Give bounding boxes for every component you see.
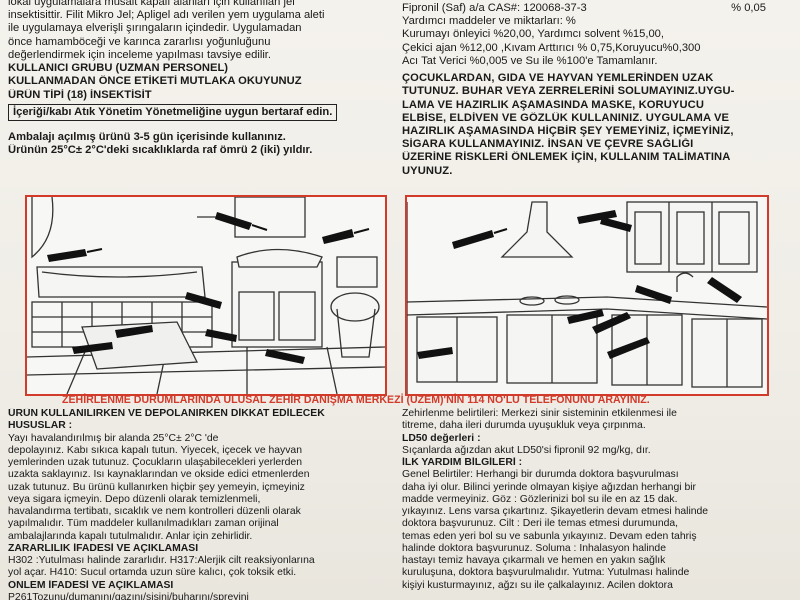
storage-line: Yayı havalandırılmış bir alanda 25°C± 2°… [8, 432, 219, 444]
first-aid-line: yıkayınız. Lens varsa çıkartınız. Şikaye… [402, 506, 709, 518]
storage-line: uzakta saklayınız. Isı kaynaklarından ve… [8, 469, 310, 481]
read-label-warning: KULLANMADAN ÖNCE ETİKETİ MUTLAKA OKUYUNU… [8, 75, 302, 88]
warning-line: ÇOCUKLARDAN, GIDA VE HAYVAN YEMLERİNDEN … [402, 72, 714, 85]
warning-line: UYUNUZ. [402, 164, 453, 177]
ld50-heading: LD50 değerleri : [402, 432, 481, 444]
desc-line: değerlendirmek için inceleme yapılması t… [8, 48, 272, 61]
first-aid-line: madde vermeyiniz. Göz : Gözlerinizi bol … [402, 493, 678, 505]
storage-line: yapılmalıdır. Tüm maddeler kullanılmadık… [8, 518, 279, 530]
storage-line: uzak tutunuz. Bu ürünü kullanırken hiçbi… [8, 481, 305, 493]
desc-line: lokal uygulamalara musait kapalı alanlar… [8, 0, 295, 8]
first-aid-info: Zehirlenme belirtileri: Merkezi sinir si… [402, 408, 794, 592]
storage-line: havalandırma tertibatı, sıcaklık ve nem … [8, 506, 301, 518]
first-aid-line: daha iyi olur. Bilinci yerinde olmayan k… [402, 481, 696, 493]
storage-line: yemlerinden uzak tutunuz. Çocukların ula… [8, 457, 302, 469]
first-aid-line: doktora başvurunuz. Cilt : Deri ile tema… [402, 518, 679, 530]
active-ingredient: Fipronil (Saf) a/a CAS#: 120068-37-3 [402, 2, 587, 14]
storage-heading-2: HUSUSLAR : [8, 420, 73, 432]
desc-line: insektisittir. Filit Mikro Jel; Apligel … [8, 9, 325, 22]
precaution-heading: ÖNLEM İFADESİ VE AÇIKLAMASI [8, 579, 174, 591]
disposal-box: İçeriği/kabı Atık Yönetim Yönetmeliğine … [8, 103, 338, 121]
safety-warning: ÇOCUKLARDAN, GIDA VE HAYVAN YEMLERİNDEN … [402, 72, 794, 178]
hazard-heading: ZARARLILIK İFADESİ VE AÇIKLAMASI [8, 542, 199, 554]
first-aid-line: hastayı temiz havaya çıkarmalı ve hemen … [402, 555, 666, 567]
precaution-line: P261Tozunu/dumanını/gazını/sisini/buharı… [8, 591, 249, 600]
warning-line: SİGARA KULLANMAYINIZ. İNSAN VE ÇEVRE SAĞ… [402, 138, 694, 151]
first-aid-line: kişiyi kusturmayınız, ağzı su ile çalkal… [402, 579, 673, 591]
composition-line: Yardımcı maddeler ve miktarları: % [402, 15, 576, 28]
storage-line: veya sigara içmeyin. Depo düzenli olarak… [8, 493, 261, 505]
user-group: KULLANICI GRUBU (UZMAN PERSONEL) [8, 62, 229, 75]
composition-line: Kurumayı önleyici %20,00, Yardımcı solve… [402, 28, 665, 41]
desc-line: önce hamamböceği ve karınca zararlısı yo… [8, 35, 271, 48]
kitchen-drawing [407, 201, 767, 394]
first-aid-line: Genel Belirtiler: Herhangi bir durumda d… [402, 469, 679, 481]
poison-control-banner: ZEHİRLENME DURUMLARINDA ULUSAL ZEHİR DAN… [62, 394, 650, 406]
product-description: lokal uygulamalara musait kapalı alanlar… [8, 0, 392, 158]
active-percentage: % 0,05 [731, 2, 766, 14]
desc-line: ile uygulamaya elverişli şırıngaların iç… [8, 22, 302, 35]
use-within: Ambalajı açılmış ürünü 3-5 gün içerisind… [8, 131, 286, 144]
warning-line: LAMA VE HAZIRLIK AŞAMASINDA MASKE, KORUY… [402, 98, 705, 111]
shelf-life: Ürünün 25°C± 2°C'deki sıcaklıklarda raf … [8, 144, 313, 157]
storage-heading: ÜRÜN KULLANILIRKEN VE DEPOLANIRKEN DİKKA… [8, 408, 325, 419]
composition: Fipronil (Saf) a/a CAS#: 120068-37-3 % 0… [402, 2, 794, 178]
warning-line: TUTUNUZ. BUHAR VEYA ZERRELERİNİ SOLUMAYI… [402, 85, 735, 98]
syringe-icon-group [47, 212, 370, 364]
warning-line: ÜZERİNE RİSKLERİ ÖNLEMEK İÇİN, KULLANIM … [402, 151, 731, 164]
first-aid-line: halinde doktora başvurunuz. Soluma : İnh… [402, 542, 666, 554]
symptoms-line-2: titreme, daha ileri durumda uyuşukluk ve… [402, 420, 646, 432]
first-aid-line: temas eden yeri bol su ve sabunla yıkayı… [402, 530, 697, 542]
bathroom-drawing [27, 197, 385, 394]
hazard-line: H302 :Yutulması halinde zararlıdır. H317… [8, 555, 315, 567]
composition-line: Çekici ajan %12,00 ,Kıvam Arttırıcı % 0,… [402, 41, 701, 54]
first-aid-line: kuruluşuna, doktora başvurulmalıdır. Yut… [402, 567, 690, 579]
warning-line: ELBİSE, ELDİVEN VE GÖZLÜK KULLANINIZ. UY… [402, 111, 730, 124]
active-ingredient-row: Fipronil (Saf) a/a CAS#: 120068-37-3 % 0… [402, 2, 794, 15]
product-type: ÜRÜN TİPİ (18) İNSEKTİSİT [8, 88, 152, 101]
storage-line: ambalajlarında kapalı tutulmalıdır. Anla… [8, 530, 253, 542]
warning-line: HAZIRLIK AŞAMASINDA HİÇBİR ŞEY YEMEYİNİZ… [402, 124, 734, 137]
storage-line: depolayınız. Kabı sıkıca kapalı tutun. Y… [8, 444, 302, 456]
first-aid-heading: İLK YARDIM BİLGİLERİ : [402, 457, 523, 469]
composition-line: Acı Tat Verici %0,005 ve Su ile %100'e T… [402, 54, 658, 67]
hazard-line: yol açar. H410: Sucul ortamda uzun süre … [8, 567, 297, 579]
syringe-icon-group [417, 210, 742, 359]
bathroom-illustration [25, 195, 387, 396]
symptoms-line: Zehirlenme belirtileri: Merkezi sinir si… [402, 408, 677, 419]
storage-instructions: ÜRÜN KULLANILIRKEN VE DEPOLANIRKEN DİKKA… [8, 408, 392, 600]
kitchen-illustration [405, 195, 769, 396]
ld50-value: Sıçanlarda ağızdan akut LD50'si fipronil… [402, 444, 651, 456]
